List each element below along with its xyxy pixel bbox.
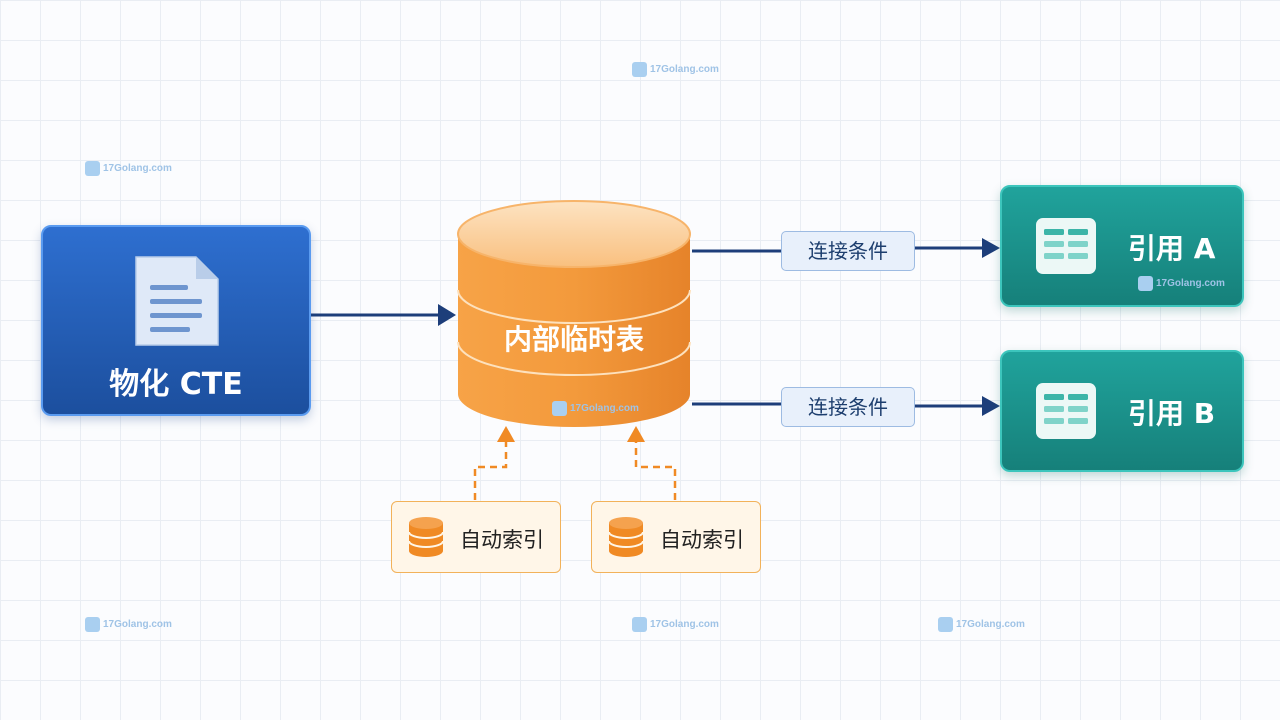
watermark-3: 17Golang.com xyxy=(552,401,639,416)
dashed-arrowhead-index-2 xyxy=(627,426,645,442)
materialized-cte-node: 物化 CTE xyxy=(41,225,311,416)
dashed-arrow-index-1 xyxy=(473,440,508,500)
dashed-arrow-index-2 xyxy=(634,440,677,500)
reference-a-node: 引用 A xyxy=(1000,185,1244,307)
temp-table-cylinder xyxy=(457,200,691,427)
watermark-logo-icon xyxy=(632,62,647,77)
materialized-cte-label: 物化 CTE xyxy=(109,367,243,402)
database-icon xyxy=(608,517,644,557)
arrowhead-cte-to-temp xyxy=(438,304,456,326)
reference-b-node: 引用 B xyxy=(1000,350,1244,472)
watermark-logo-icon xyxy=(938,617,953,632)
table-icon xyxy=(1036,383,1096,439)
reference-b-label: 引用 B xyxy=(1128,397,1216,430)
watermark-6: 17Golang.com xyxy=(632,617,719,632)
join-condition-a: 连接条件 xyxy=(781,231,915,271)
watermark-logo-icon xyxy=(85,161,100,176)
watermark-7: 17Golang.com xyxy=(938,617,1025,632)
table-icon xyxy=(1036,218,1096,274)
auto-index-node-2: 自动索引 xyxy=(591,501,761,573)
auto-index-label-2: 自动索引 xyxy=(660,528,744,552)
join-condition-b: 连接条件 xyxy=(781,387,915,427)
watermark-5: 17Golang.com xyxy=(85,617,172,632)
arrowhead-ref-a xyxy=(982,238,1000,258)
document-icon xyxy=(135,256,219,346)
watermark-logo-icon xyxy=(1138,276,1153,291)
watermark-2: 17Golang.com xyxy=(85,161,172,176)
reference-a-label: 引用 A xyxy=(1128,232,1216,265)
watermark-logo-icon xyxy=(632,617,647,632)
temp-table-label: 内部临时表 xyxy=(503,323,644,356)
watermark-logo-icon xyxy=(85,617,100,632)
watermark-4: 17Golang.com xyxy=(1138,276,1225,291)
database-icon xyxy=(408,517,444,557)
auto-index-node-1: 自动索引 xyxy=(391,501,561,573)
watermark-logo-icon xyxy=(552,401,567,416)
dashed-arrowhead-index-1 xyxy=(497,426,515,442)
arrowhead-ref-b xyxy=(982,396,1000,416)
auto-index-label-1: 自动索引 xyxy=(460,528,544,552)
watermark-1: 17Golang.com xyxy=(632,62,719,77)
